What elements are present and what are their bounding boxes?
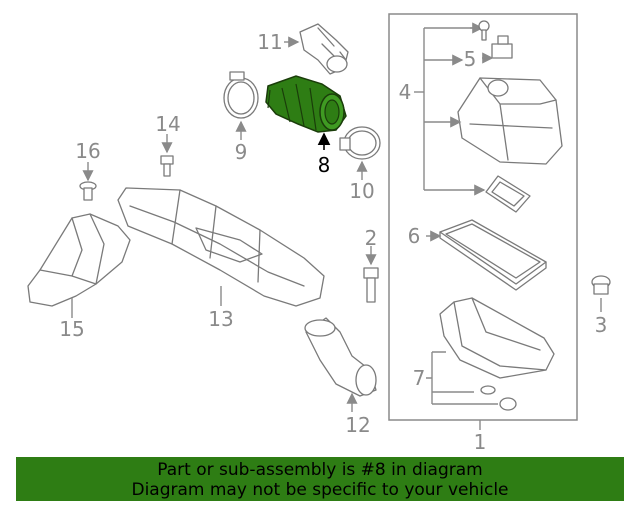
callout-1: 1 — [474, 430, 487, 454]
callout-11: 11 — [257, 30, 282, 54]
part-4-upper-case[interactable] — [457, 77, 563, 165]
callout-7: 7 — [413, 366, 426, 390]
callout-9: 9 — [235, 140, 248, 164]
part-11-intake-duct[interactable] — [299, 23, 349, 75]
callout-2: 2 — [365, 226, 378, 250]
part-8-air-cleaner-hose[interactable] — [265, 75, 347, 133]
callout-15: 15 — [59, 317, 84, 341]
part-16-clip[interactable] — [79, 181, 97, 201]
part-7-lower-case[interactable] — [439, 297, 555, 411]
part-5-bracket[interactable] — [478, 20, 513, 59]
assembly-frame — [388, 13, 578, 421]
callout-3: 3 — [595, 313, 608, 337]
notice-banner: Part or sub-assembly is #8 in diagram Di… — [16, 457, 624, 501]
callout-13: 13 — [208, 307, 233, 331]
part-14-bolt[interactable] — [160, 155, 174, 177]
callout-10: 10 — [349, 179, 374, 203]
callout-5: 5 — [464, 47, 477, 71]
part-12-elbow-hose[interactable] — [304, 317, 377, 397]
notice-line-2: Diagram may not be specific to your vehi… — [131, 480, 509, 500]
part-10-hose-clamp[interactable] — [339, 126, 381, 160]
part-3-grommet[interactable] — [591, 275, 611, 295]
part-15-air-inlet[interactable] — [27, 213, 131, 307]
part-4-filter-element-small[interactable] — [485, 175, 531, 213]
callout-14: 14 — [155, 112, 180, 136]
part-6-air-filter[interactable] — [439, 219, 547, 291]
callout-4: 4 — [399, 80, 412, 104]
notice-line-1: Part or sub-assembly is #8 in diagram — [157, 460, 483, 480]
callout-16: 16 — [75, 139, 100, 163]
callout-6: 6 — [408, 224, 421, 248]
part-9-hose-clamp[interactable] — [223, 71, 259, 119]
part-2-bolt[interactable] — [363, 267, 379, 303]
callout-8: 8 — [318, 153, 331, 177]
part-13-resonator-duct[interactable] — [117, 187, 325, 307]
callout-12: 12 — [345, 413, 370, 437]
